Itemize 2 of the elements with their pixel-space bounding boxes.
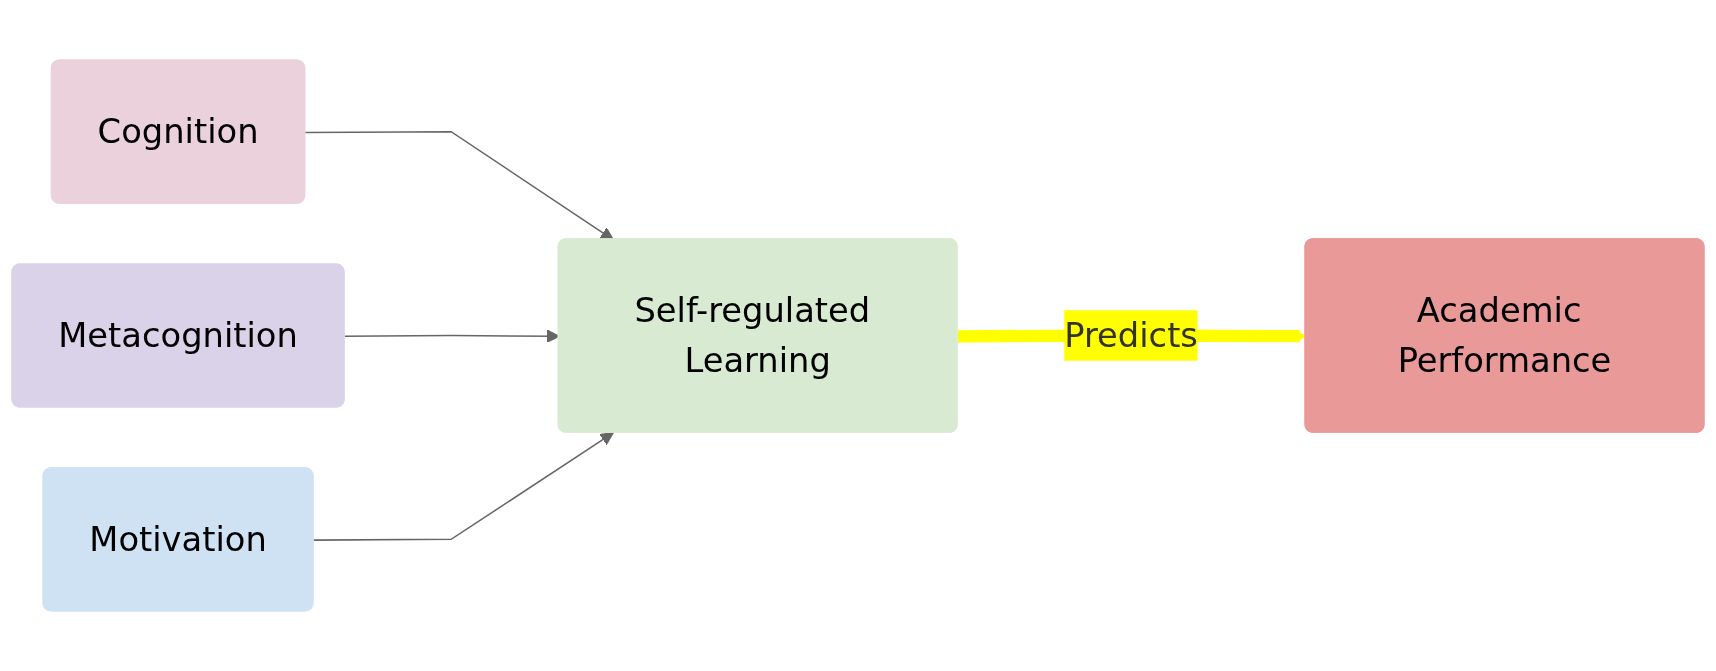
arrow — [312, 432, 614, 541]
edge-label: Predicts — [1064, 316, 1198, 355]
